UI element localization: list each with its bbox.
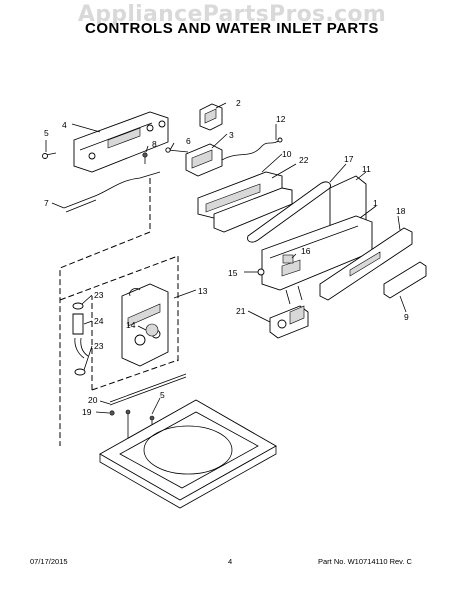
cabinet-outline [59,178,179,446]
watermark: AppliancePartsPros.com [77,2,387,27]
callout-15: 15 [228,268,238,278]
page-title: CONTROLS AND WATER INLET PARTS [85,20,379,37]
callout-18: 18 [396,206,406,216]
callout-1: 1 [373,198,378,208]
callout-23-top: 23 [94,290,104,300]
footer-part-number: Part No. W10714110 Rev. C [318,557,412,566]
graphics-panel-18 [319,227,413,301]
callout-9: 9 [404,312,409,322]
callout-17: 17 [344,154,354,164]
screw-8 [142,152,148,164]
footer-date: 07/17/2015 [30,557,68,566]
bracket-16 [282,254,294,264]
encoder-21 [269,305,309,339]
callout-22: 22 [299,155,309,165]
top-cover [99,399,277,509]
callout-16: 16 [301,246,311,256]
callout-8: 8 [152,139,157,149]
control-board-3 [185,143,223,177]
callout-23-bottom: 23 [94,341,104,351]
bracket-6 [165,147,189,153]
callout-3: 3 [229,130,234,140]
callout-11: 11 [362,164,371,174]
user-interface-22 [197,171,283,219]
callout-4: 4 [62,120,67,130]
callout-7: 7 [44,198,49,208]
callout-10: 10 [282,149,292,159]
knob-9 [383,261,427,299]
leader-lines [45,102,407,415]
console-housing [73,111,169,173]
lid-switch-2 [199,103,223,131]
callout-5-bottom: 5 [160,390,165,400]
valve-14 [145,323,159,337]
screw-5-bottom [125,409,131,440]
screw-15 [244,268,265,276]
rod-20 [109,373,187,406]
callout-21: 21 [236,306,246,316]
screw-19 [109,410,115,416]
callout-20: 20 [88,395,98,405]
footer-page-number: 4 [228,557,233,566]
callout-2: 2 [236,98,241,108]
callout-5-top: 5 [44,128,49,138]
hose-24 [72,313,89,359]
callout-14: 14 [126,320,136,330]
water-valve-13 [121,283,169,367]
washer-23-top [72,302,84,310]
callout-13: 13 [198,286,208,296]
wire-harness-12 [221,137,283,161]
callout-24: 24 [94,316,104,326]
callout-6: 6 [186,136,191,146]
callout-12: 12 [276,114,286,124]
screw-5-top [42,152,57,159]
callout-19: 19 [82,407,92,417]
washer-23-bottom [74,368,86,376]
cable-7 [63,171,161,213]
callout-labels: 1 2 3 4 5 6 7 8 9 10 11 12 13 14 15 16 1… [44,98,409,417]
